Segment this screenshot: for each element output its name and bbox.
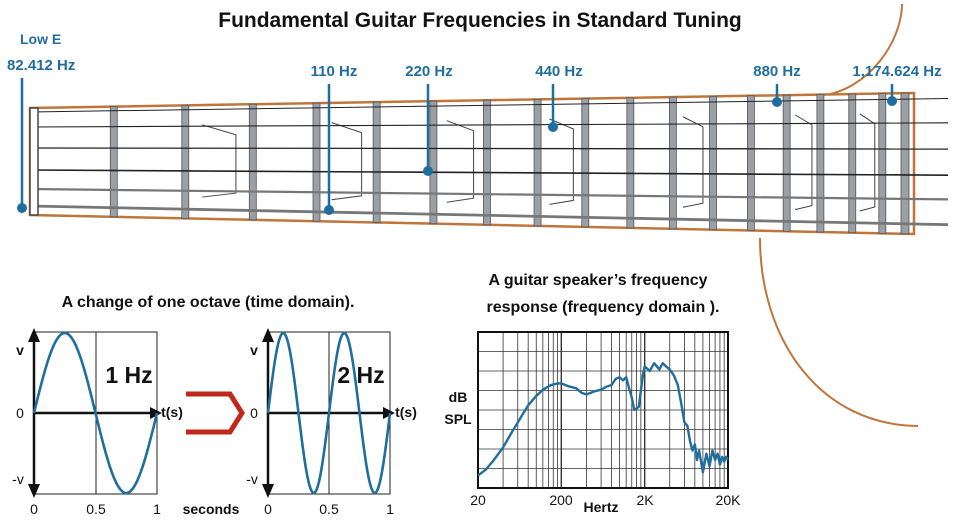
fret bbox=[709, 96, 717, 231]
panel-1-freq-label: 1 Hz bbox=[105, 362, 152, 388]
inlay-outline bbox=[682, 116, 704, 208]
inlay-outline bbox=[794, 114, 813, 211]
panel-2-t-label: t(s) bbox=[395, 404, 417, 420]
time-panel-1hz: 1 Hz v 0 -v t(s) 0 0.5 1 bbox=[12, 328, 183, 517]
panel-1-y-label-bottom: -v bbox=[12, 471, 24, 487]
panel-2-y-arrow-down bbox=[262, 484, 274, 498]
panel-2-y-label-bottom: -v bbox=[246, 471, 258, 487]
panel-2-sine-wave bbox=[266, 331, 392, 495]
fretboard bbox=[17, 3, 949, 427]
inlay-outline bbox=[859, 113, 876, 212]
freq-chart-frame bbox=[477, 331, 729, 489]
panel-1-y-label-zero: 0 bbox=[16, 405, 24, 421]
panel-1-sine-wave bbox=[32, 331, 159, 495]
frequency-markers bbox=[17, 78, 897, 215]
fret bbox=[668, 96, 677, 230]
freq-response-curve bbox=[477, 362, 730, 477]
marker-label-220: 220 Hz bbox=[405, 63, 453, 80]
panel-1-y-label-top: v bbox=[16, 342, 24, 358]
marker-label-110: 110 Hz bbox=[311, 63, 358, 80]
fret bbox=[312, 102, 321, 222]
marker-dot-880 bbox=[772, 97, 782, 107]
fret bbox=[429, 100, 438, 225]
time-domain-title: A change of one octave (time domain). bbox=[62, 294, 355, 311]
neck bbox=[28, 91, 916, 236]
panel-2-y-arrow-up bbox=[262, 328, 274, 342]
fret bbox=[483, 99, 491, 226]
fret bbox=[848, 93, 857, 234]
fret bbox=[109, 106, 118, 218]
fret bbox=[248, 103, 257, 221]
string bbox=[29, 147, 949, 150]
marker-label-1174: 1,174.624 Hz bbox=[852, 63, 941, 80]
marker-dot-low-e bbox=[17, 203, 27, 213]
panel-1-x-tick-05: 0.5 bbox=[86, 501, 106, 517]
string bbox=[29, 187, 949, 201]
freq-y-label-spl: SPL bbox=[444, 411, 472, 427]
seconds-label: seconds bbox=[183, 501, 240, 517]
fret bbox=[533, 98, 542, 227]
panel-1-y-arrow-down bbox=[28, 484, 40, 498]
fret-inlays bbox=[202, 113, 876, 212]
inlay-outline bbox=[549, 118, 574, 205]
inlay-outline bbox=[446, 120, 475, 203]
freq-grid bbox=[477, 332, 729, 488]
marker-dot-440 bbox=[548, 122, 558, 132]
freq-y-label-db: dB bbox=[449, 389, 468, 405]
marker-label-440: 440 Hz bbox=[535, 63, 583, 80]
strings bbox=[29, 98, 949, 227]
marker-dot-220 bbox=[423, 166, 433, 176]
fret bbox=[746, 95, 755, 231]
panel-1-x-tick-0: 0 bbox=[30, 501, 38, 517]
panel-1-x-tick-1: 1 bbox=[153, 501, 161, 517]
fret bbox=[372, 101, 381, 223]
panel-2-x-tick-0: 0 bbox=[264, 501, 272, 517]
time-panel-2hz: 2 Hz v 0 -v t(s) 0 0.5 1 bbox=[246, 328, 417, 517]
freq-domain-title-line1: A guitar speaker’s frequency bbox=[488, 272, 707, 289]
freq-x-tick-20: 20 bbox=[470, 492, 486, 508]
fret bbox=[878, 93, 887, 234]
panel-1-t-label: t(s) bbox=[161, 404, 183, 420]
freq-domain-title-line2: response (frequency domain ). bbox=[487, 299, 720, 316]
freq-x-label-hertz: Hertz bbox=[583, 499, 618, 515]
panel-2-x-tick-05: 0.5 bbox=[319, 501, 339, 517]
marker-label-low-e: 82.412 Hz bbox=[7, 57, 75, 74]
string bbox=[29, 204, 949, 227]
freq-x-tick-200: 200 bbox=[549, 492, 573, 508]
panel-1-y-arrow-up bbox=[28, 328, 40, 342]
fret bbox=[782, 94, 791, 232]
octave-change-arrow bbox=[186, 391, 245, 435]
body-outline-bottom bbox=[759, 237, 919, 427]
marker-label-880: 880 Hz bbox=[753, 63, 801, 80]
panel-2-freq-label: 2 Hz bbox=[337, 362, 384, 388]
marker-dot-110 bbox=[324, 205, 334, 215]
panel-2-x-tick-1: 1 bbox=[386, 501, 394, 517]
frequency-response-chart: dB SPL 20 200 2K 20K Hertz bbox=[444, 331, 742, 515]
freq-x-tick-2k: 2K bbox=[636, 492, 654, 508]
marker-dot-1174 bbox=[887, 96, 897, 106]
nut bbox=[29, 107, 39, 216]
fret bbox=[900, 92, 910, 235]
fret bbox=[626, 97, 635, 229]
panel-2-y-label-zero: 0 bbox=[250, 405, 258, 421]
string bbox=[29, 98, 949, 113]
string bbox=[29, 122, 949, 128]
inlay-outline bbox=[202, 124, 237, 198]
octave-arrow-shape bbox=[186, 391, 245, 435]
marker-label-top-low-e: Low E bbox=[20, 31, 61, 47]
freq-x-tick-20k: 20K bbox=[716, 492, 742, 508]
frets bbox=[109, 92, 910, 235]
string bbox=[29, 169, 949, 176]
fret bbox=[581, 98, 590, 228]
fret bbox=[181, 104, 190, 219]
diagram-title: Fundamental Guitar Frequencies in Standa… bbox=[218, 9, 742, 32]
body-outline-top bbox=[819, 3, 903, 97]
fret bbox=[816, 94, 825, 233]
inlay-outline bbox=[331, 122, 363, 201]
panel-2-y-label-top: v bbox=[250, 342, 258, 358]
